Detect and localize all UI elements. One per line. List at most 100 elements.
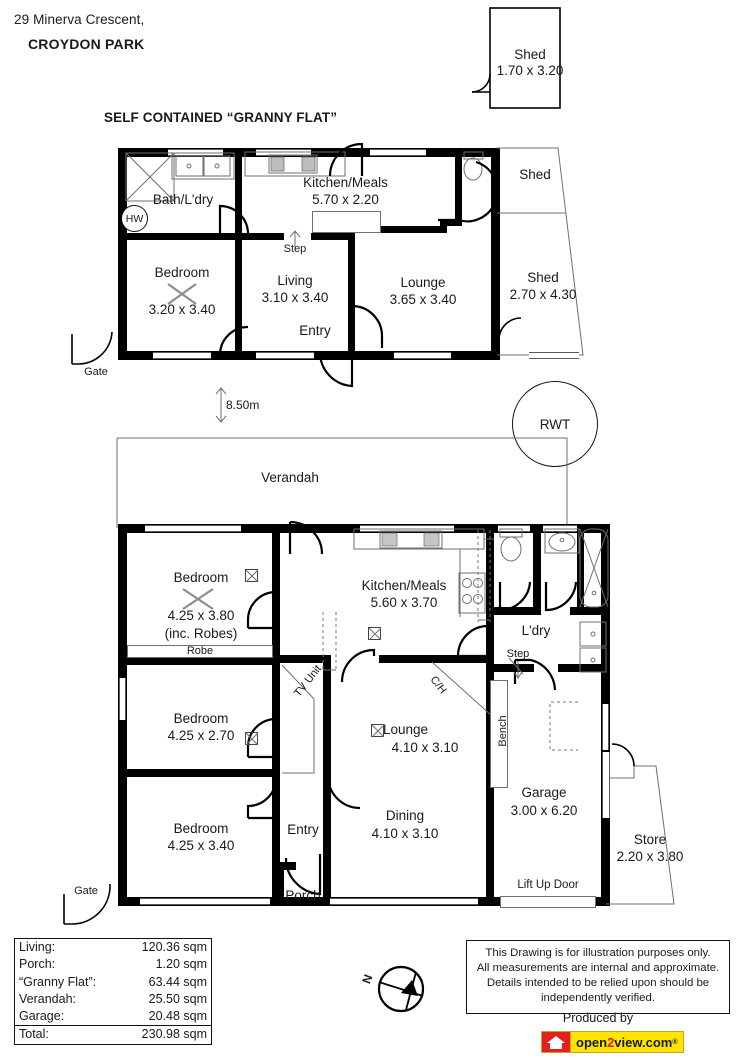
mh-wall-porch-right <box>323 862 331 906</box>
mh-lift-up-door-icon <box>500 896 596 908</box>
shed-3-name: Shed <box>527 270 559 285</box>
areas-total-row: Total:230.98 sqm <box>14 1025 212 1044</box>
mh-kitchen-label: Kitchen/Meals <box>361 578 447 593</box>
disclaimer-box: This Drawing is for illustration purpose… <box>466 940 730 1014</box>
gf-window-lounge-bottom <box>394 352 451 359</box>
mh-bench-outline <box>490 680 508 788</box>
mh-store-dims: 2.20 x 3.80 <box>616 849 684 864</box>
brand-view: view.com <box>614 1034 673 1050</box>
gf-kitchen-bench-icon <box>244 151 346 177</box>
mh-window-bed3-b <box>188 898 236 905</box>
mh-wall-bath-bottom <box>570 607 610 615</box>
gf-step-arrow-icon <box>289 230 301 251</box>
gf-wall-wc-left <box>455 148 462 226</box>
mh-door-bath <box>544 581 578 612</box>
mh-bed1-dims: 4.25 x 3.80 <box>167 608 235 623</box>
shed-1-dims: 1.70 x 3.20 <box>496 63 564 78</box>
areas-value: 20.48 sqm <box>148 1009 207 1023</box>
separation-label: 8.50m <box>226 398 260 412</box>
gf-step-label: Step <box>283 243 307 255</box>
gf-window-bedroom-bottom <box>153 352 211 359</box>
brand-reg: ® <box>672 1038 678 1046</box>
gf-room-kitchen-dims: 5.70 x 2.20 <box>312 192 379 207</box>
gf-wall-wc-stub <box>440 226 447 233</box>
disclaimer-line-2: All measurements are internal and approx… <box>476 962 720 975</box>
mh-kitchen-dims: 5.60 x 3.70 <box>370 595 438 610</box>
areas-row: “Granny Flat”:63.44 sqm <box>15 974 212 991</box>
shed-window-bottom <box>529 352 579 359</box>
mh-bed1-note: (inc. Robes) <box>164 626 238 641</box>
mh-wall-bed1-right <box>272 524 280 664</box>
mh-garage-recess-icon <box>549 701 578 751</box>
mh-wall-hall-top-a <box>276 655 331 663</box>
mh-door-lounge-top <box>340 648 376 683</box>
gf-wall-right <box>491 148 500 360</box>
mh-garage-dims: 3.00 x 6.20 <box>510 803 578 818</box>
mh-pantry-icon <box>477 530 491 622</box>
gf-wall-wc-bot-a <box>440 219 462 226</box>
gf-door-bedroom <box>218 325 249 357</box>
produced-by-label: Produced by <box>562 1011 634 1025</box>
gf-sink-icon <box>171 152 235 180</box>
areas-total-value: 230.98 sqm <box>120 1025 212 1044</box>
gf-window-living-bottom <box>256 352 314 359</box>
areas-row: Living:120.36 sqm <box>15 939 212 957</box>
areas-label: Porch: <box>19 957 56 972</box>
mh-vent-bed1-icon <box>245 569 258 582</box>
shed-2-name: Shed <box>519 167 551 182</box>
disclaimer-line-3: Details intended to be relied upon shoul… <box>486 977 710 990</box>
rwt-label: RWT <box>539 416 571 432</box>
mh-door-kitchen-hall <box>456 624 489 658</box>
mh-gate-icon <box>63 884 111 925</box>
areas-value: 120.36 sqm <box>141 940 207 954</box>
mh-store-door-window <box>602 752 610 818</box>
granny-flat-title: SELF CONTAINED “GRANNY FLAT” <box>104 110 338 125</box>
gf-bedroom-x-icon <box>167 283 197 305</box>
mh-door-bed1 <box>246 590 277 630</box>
mh-vent-lounge-icon <box>371 724 384 737</box>
mh-window-ldry-right <box>602 704 609 750</box>
areas-row: Porch: 1.20 sqm <box>15 956 212 973</box>
gf-shower-icon <box>125 152 175 202</box>
mh-bed2-dims: 4.25 x 2.70 <box>167 728 235 743</box>
areas-row: Garage:20.48 sqm <box>15 1008 212 1026</box>
mh-window-dining-c <box>430 898 478 905</box>
mh-wall-wc-right <box>533 524 541 614</box>
gf-room-bedroom-dims: 3.20 x 3.40 <box>148 302 216 317</box>
rainwater-tank: RWT <box>512 381 598 467</box>
gf-wall-living-lounge <box>348 233 355 360</box>
gf-window-kitchen-top-2 <box>370 149 426 156</box>
mh-bed1-x-icon <box>182 588 214 610</box>
mh-cooktop-icon <box>458 572 486 614</box>
gf-hot-water-icon: HW <box>121 205 148 232</box>
gf-room-living-dims: 3.10 x 3.40 <box>261 290 329 305</box>
mh-tv-unit-box <box>322 612 337 671</box>
mh-garage-label: Garage <box>521 785 567 800</box>
gf-wall-step-right <box>311 233 350 240</box>
gf-kitchen-table-icon <box>312 211 381 233</box>
mh-porch-label: Porch <box>285 888 321 903</box>
mh-door-lounge-hall <box>326 774 361 810</box>
verandah-outline <box>116 437 568 528</box>
mh-robe-outline <box>127 645 273 658</box>
gf-room-kitchen-label: Kitchen/Meals <box>303 175 388 190</box>
gf-room-lounge-dims: 3.65 x 3.40 <box>389 292 457 307</box>
gf-door-kitchen-outer <box>328 142 364 177</box>
gf-wall-left <box>118 148 127 360</box>
gf-wall-bed-living <box>235 233 242 360</box>
mh-door-wc <box>498 581 532 612</box>
mh-vent-kitchen-icon <box>368 627 381 640</box>
gf-door-bath <box>218 204 250 235</box>
areas-label: Verandah: <box>19 991 76 1006</box>
mh-door-bed2 <box>246 717 277 759</box>
mh-bath-icon <box>579 528 609 608</box>
mh-window-dining-a <box>330 898 380 905</box>
mh-door-entry <box>284 854 322 896</box>
gf-toilet-icon <box>463 151 484 181</box>
mh-door-bed3 <box>246 777 278 820</box>
mh-kitchen-bench-icon <box>353 528 494 617</box>
mh-window-bed1-b <box>193 525 241 532</box>
areas-value: 1.20 sqm <box>155 957 207 972</box>
